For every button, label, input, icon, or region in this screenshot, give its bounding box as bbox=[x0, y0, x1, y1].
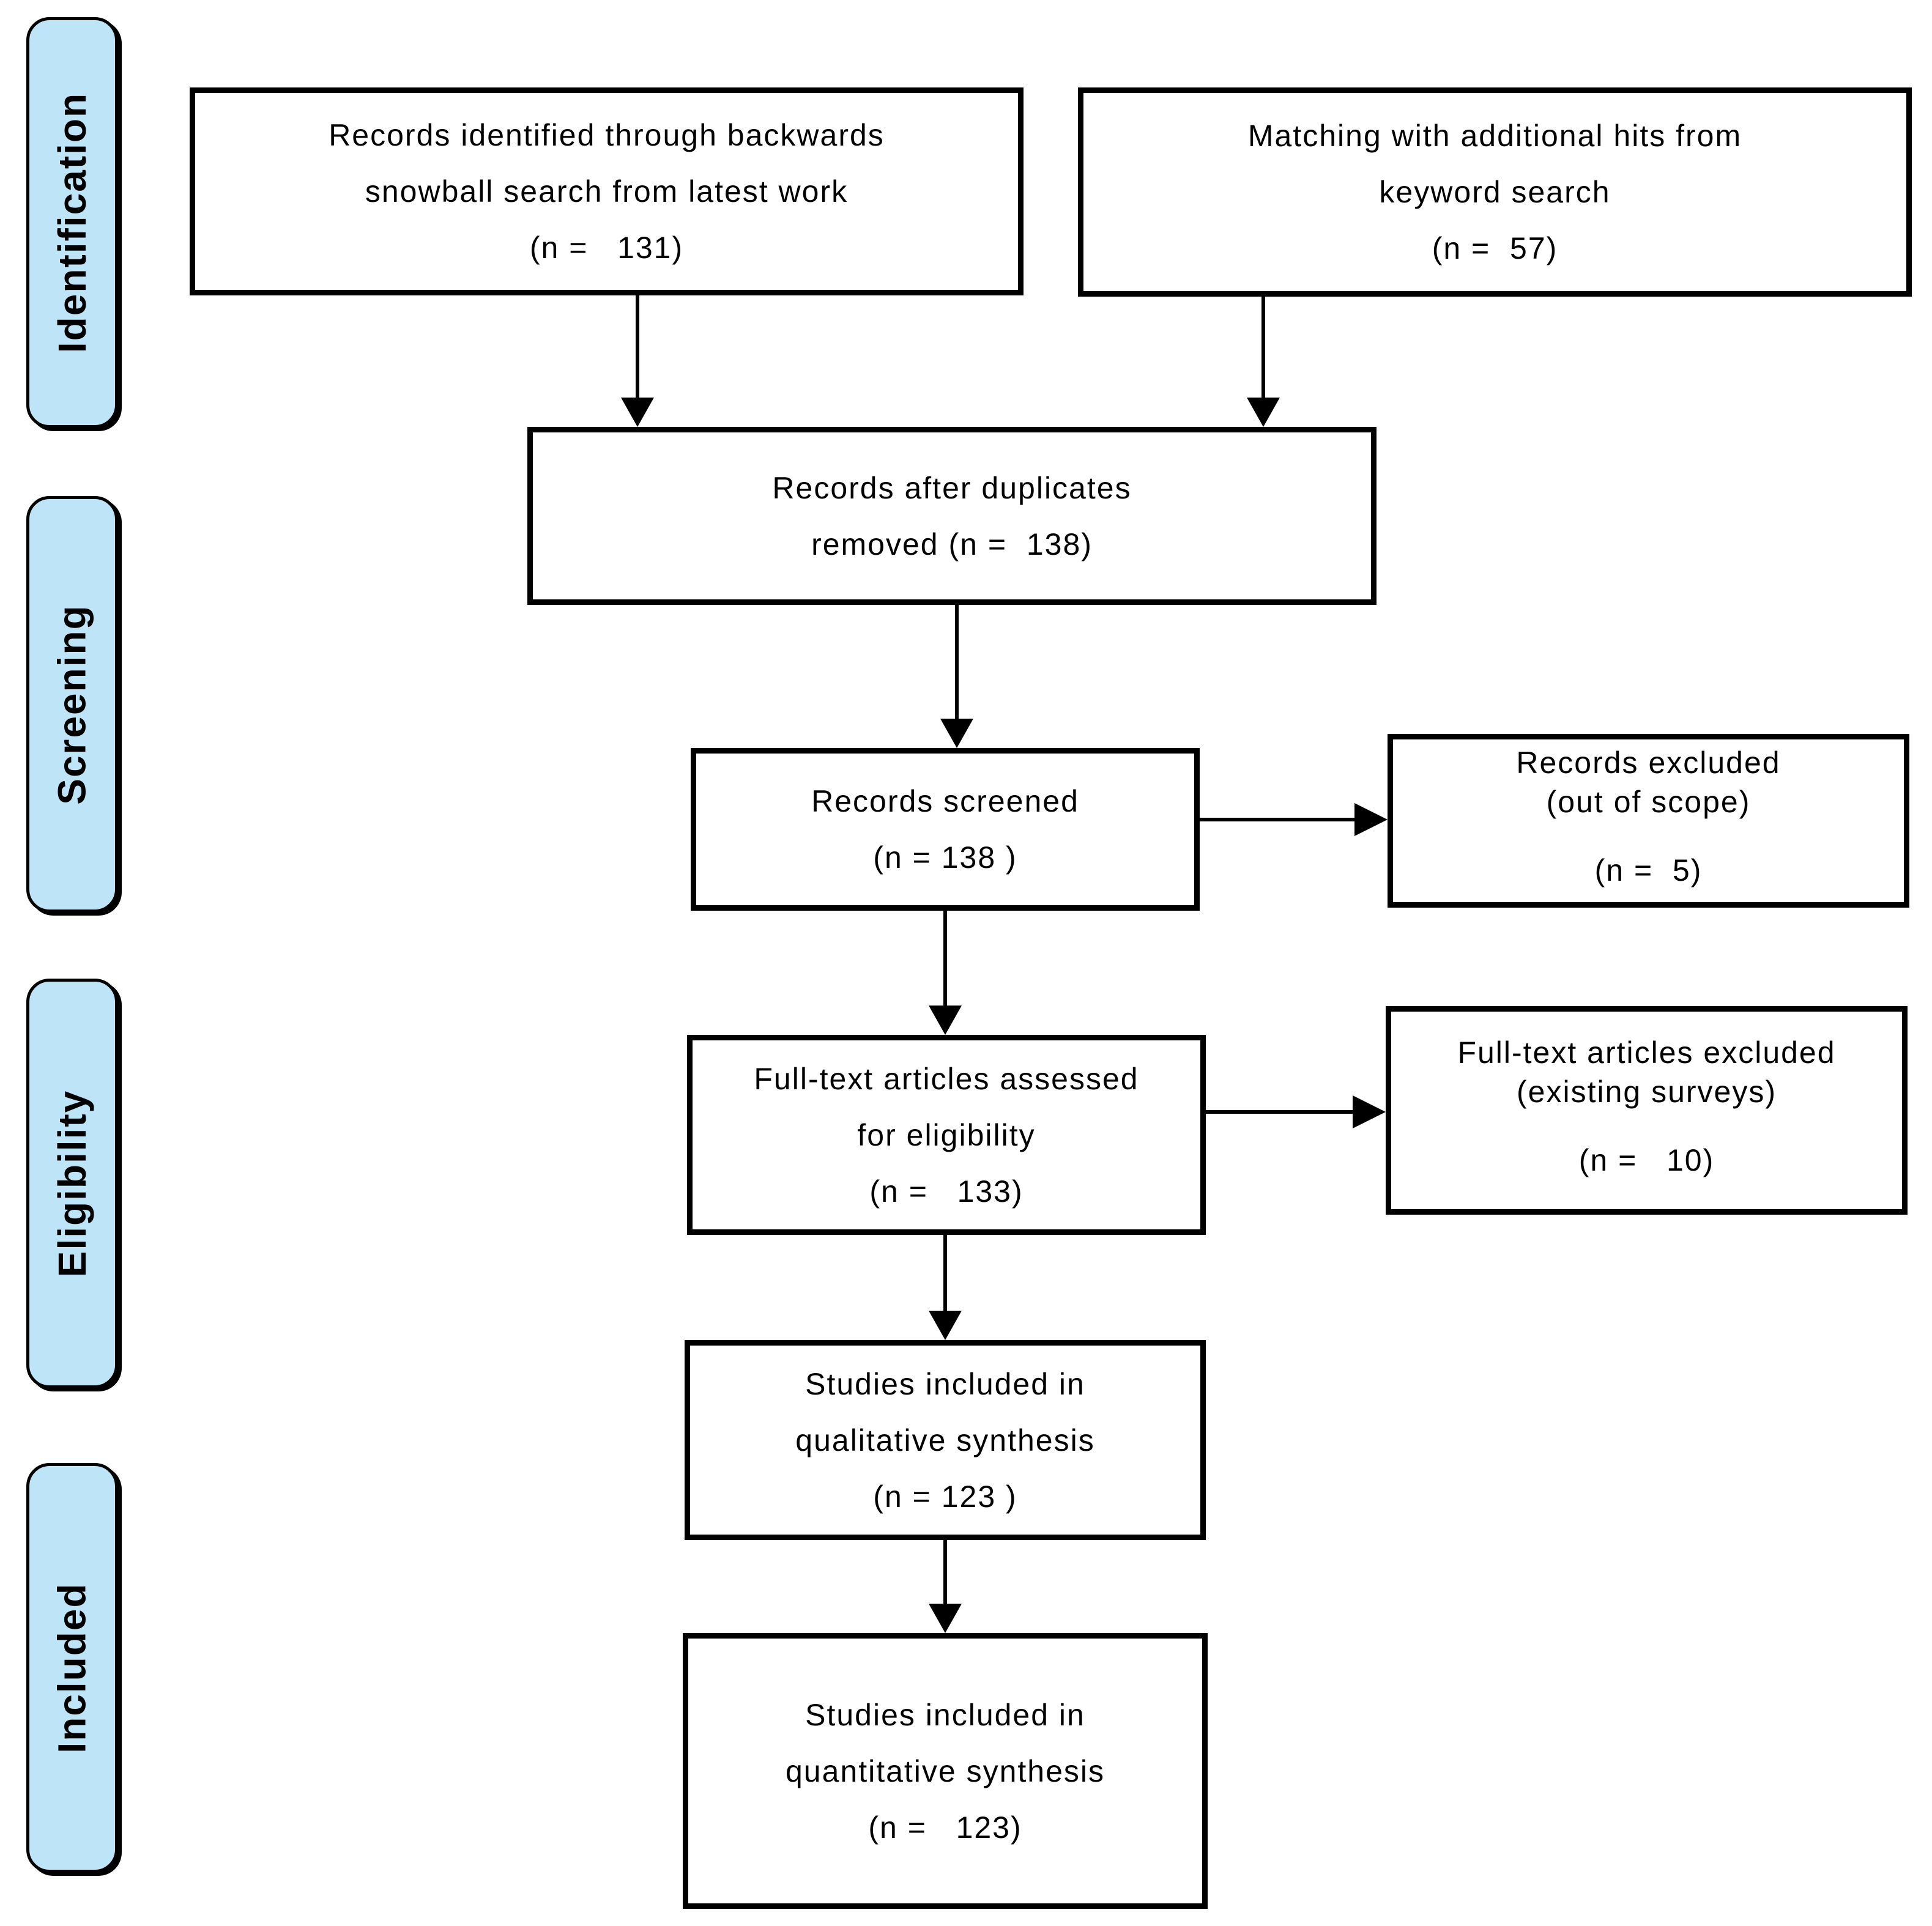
box-text-line: quantitative synthesis bbox=[785, 1754, 1105, 1788]
arrow-screened-to-excluded bbox=[1198, 818, 1355, 821]
stage-label-text: Identification bbox=[50, 92, 94, 354]
stage-label-text: Screening bbox=[50, 604, 94, 805]
flow-box-fulltext-excluded: Full-text articles excluded (existing su… bbox=[1386, 1006, 1908, 1215]
arrow-identified-to-duplicates bbox=[636, 294, 639, 398]
box-text-line: qualitative synthesis bbox=[795, 1423, 1095, 1457]
box-text-line: keyword search bbox=[1379, 175, 1611, 209]
arrowhead-down-icon bbox=[929, 1604, 962, 1633]
arrowhead-down-icon bbox=[929, 1311, 962, 1340]
arrow-fulltext-to-excluded bbox=[1205, 1110, 1353, 1114]
box-text-line: Records excluded bbox=[1516, 746, 1781, 780]
box-text-line: (out of scope) bbox=[1546, 785, 1751, 819]
box-count-line: (n = 123 ) bbox=[873, 1479, 1017, 1514]
box-text-line: snowball search from latest work bbox=[365, 174, 849, 209]
box-count-line: removed (n = 138) bbox=[811, 527, 1093, 561]
stage-label-text: Eligibility bbox=[50, 1089, 94, 1278]
box-text-line: Records after duplicates bbox=[772, 470, 1132, 505]
arrow-fulltext-to-qualitative bbox=[943, 1233, 947, 1311]
arrowhead-right-icon bbox=[1353, 1095, 1386, 1128]
box-count-line: (n = 131) bbox=[529, 231, 684, 265]
stage-label-included: Included bbox=[26, 1463, 118, 1873]
box-text-line: Matching with additional hits from bbox=[1247, 119, 1742, 153]
flow-box-fulltext-assessed: Full-text articles assessed for eligibil… bbox=[687, 1035, 1206, 1235]
flow-box-records-screened: Records screened (n = 138 ) bbox=[691, 748, 1200, 911]
box-count-line: (n = 5) bbox=[1594, 853, 1703, 887]
stage-label-identification: Identification bbox=[26, 17, 118, 428]
box-text-line: for eligibility bbox=[857, 1117, 1036, 1152]
box-text-line: (existing surveys) bbox=[1517, 1074, 1777, 1109]
box-text-line: Records identified through backwards bbox=[329, 118, 885, 152]
arrowhead-down-icon bbox=[929, 1006, 962, 1035]
box-text-line: Studies included in bbox=[805, 1366, 1085, 1401]
arrowhead-down-icon bbox=[621, 398, 654, 427]
flow-box-qualitative-synthesis: Studies included in qualitative synthesi… bbox=[685, 1340, 1206, 1540]
arrow-keyword-to-duplicates bbox=[1261, 295, 1265, 398]
arrow-qualitative-to-quantitative bbox=[943, 1538, 947, 1604]
box-text-line: Full-text articles assessed bbox=[754, 1061, 1139, 1096]
flow-box-records-excluded: Records excluded (out of scope) (n = 5) bbox=[1388, 734, 1909, 908]
arrowhead-down-icon bbox=[1247, 398, 1280, 427]
box-count-line: (n = 57) bbox=[1432, 231, 1558, 265]
arrowhead-down-icon bbox=[940, 719, 973, 748]
flow-box-keyword-matching: Matching with additional hits from keywo… bbox=[1078, 87, 1912, 297]
box-count-line: (n = 138 ) bbox=[873, 840, 1017, 875]
box-count-line: (n = 133) bbox=[869, 1174, 1024, 1209]
box-count-line: (n = 123) bbox=[868, 1810, 1022, 1845]
box-text-line: Records screened bbox=[811, 784, 1079, 818]
arrow-screened-to-fulltext bbox=[943, 909, 947, 1006]
stage-label-text: Included bbox=[50, 1582, 94, 1754]
arrow-duplicates-to-screened bbox=[955, 603, 959, 719]
box-text-line: Studies included in bbox=[805, 1697, 1085, 1732]
stage-label-screening: Screening bbox=[26, 496, 118, 913]
arrowhead-right-icon bbox=[1354, 803, 1388, 836]
flow-box-duplicates-removed: Records after duplicates removed (n = 13… bbox=[527, 427, 1377, 605]
box-count-line: (n = 10) bbox=[1578, 1143, 1715, 1177]
flow-box-records-identified: Records identified through backwards sno… bbox=[190, 87, 1024, 295]
stage-label-eligibility: Eligibility bbox=[26, 979, 118, 1388]
flow-box-quantitative-synthesis: Studies included in quantitative synthes… bbox=[683, 1633, 1208, 1909]
box-text-line: Full-text articles excluded bbox=[1457, 1035, 1836, 1070]
